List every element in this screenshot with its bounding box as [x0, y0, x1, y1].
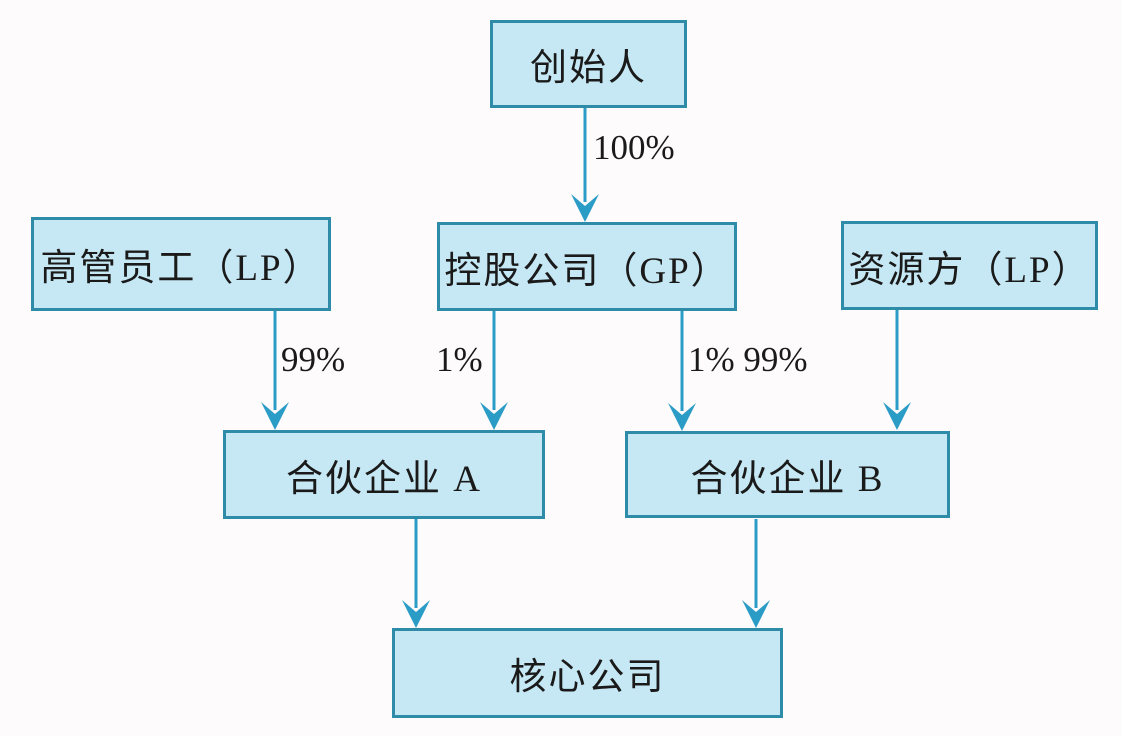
edge-holding-to-partnership-a: [480, 311, 508, 430]
edge-label-1-percent: 1%: [436, 340, 483, 379]
node-core-company: 核心公司: [392, 628, 783, 718]
edge-partnership-a-to-core: [402, 519, 430, 628]
edge-label-100-percent: 100%: [593, 128, 675, 167]
edge-founder-to-holding: [571, 108, 599, 222]
node-holding-gp: 控股公司（GP）: [437, 222, 737, 311]
node-founder: 创始人: [490, 20, 687, 108]
arrow-down-icon: [571, 194, 599, 222]
edge-resource-to-partnership-b: [883, 310, 911, 430]
arrow-down-icon: [261, 402, 289, 430]
edge-label-99-percent: 99%: [281, 340, 346, 379]
node-partnership-a: 合伙企业 A: [223, 430, 545, 519]
arrow-down-icon: [668, 403, 696, 431]
edge-partnership-b-to-core: [742, 519, 770, 628]
arrow-down-icon: [742, 600, 770, 628]
edge-holding-to-partnership-b: [668, 311, 696, 431]
edge-label-1-99-percent: 1% 99%: [688, 340, 808, 379]
arrow-down-icon: [402, 600, 430, 628]
arrow-down-icon: [883, 402, 911, 430]
node-partnership-b: 合伙企业 B: [625, 431, 950, 518]
edge-executives-to-partnership-a: [261, 311, 289, 430]
node-resource-lp: 资源方（LP）: [841, 221, 1098, 310]
node-executives-lp: 高管员工（LP）: [31, 217, 331, 311]
arrow-down-icon: [480, 402, 508, 430]
